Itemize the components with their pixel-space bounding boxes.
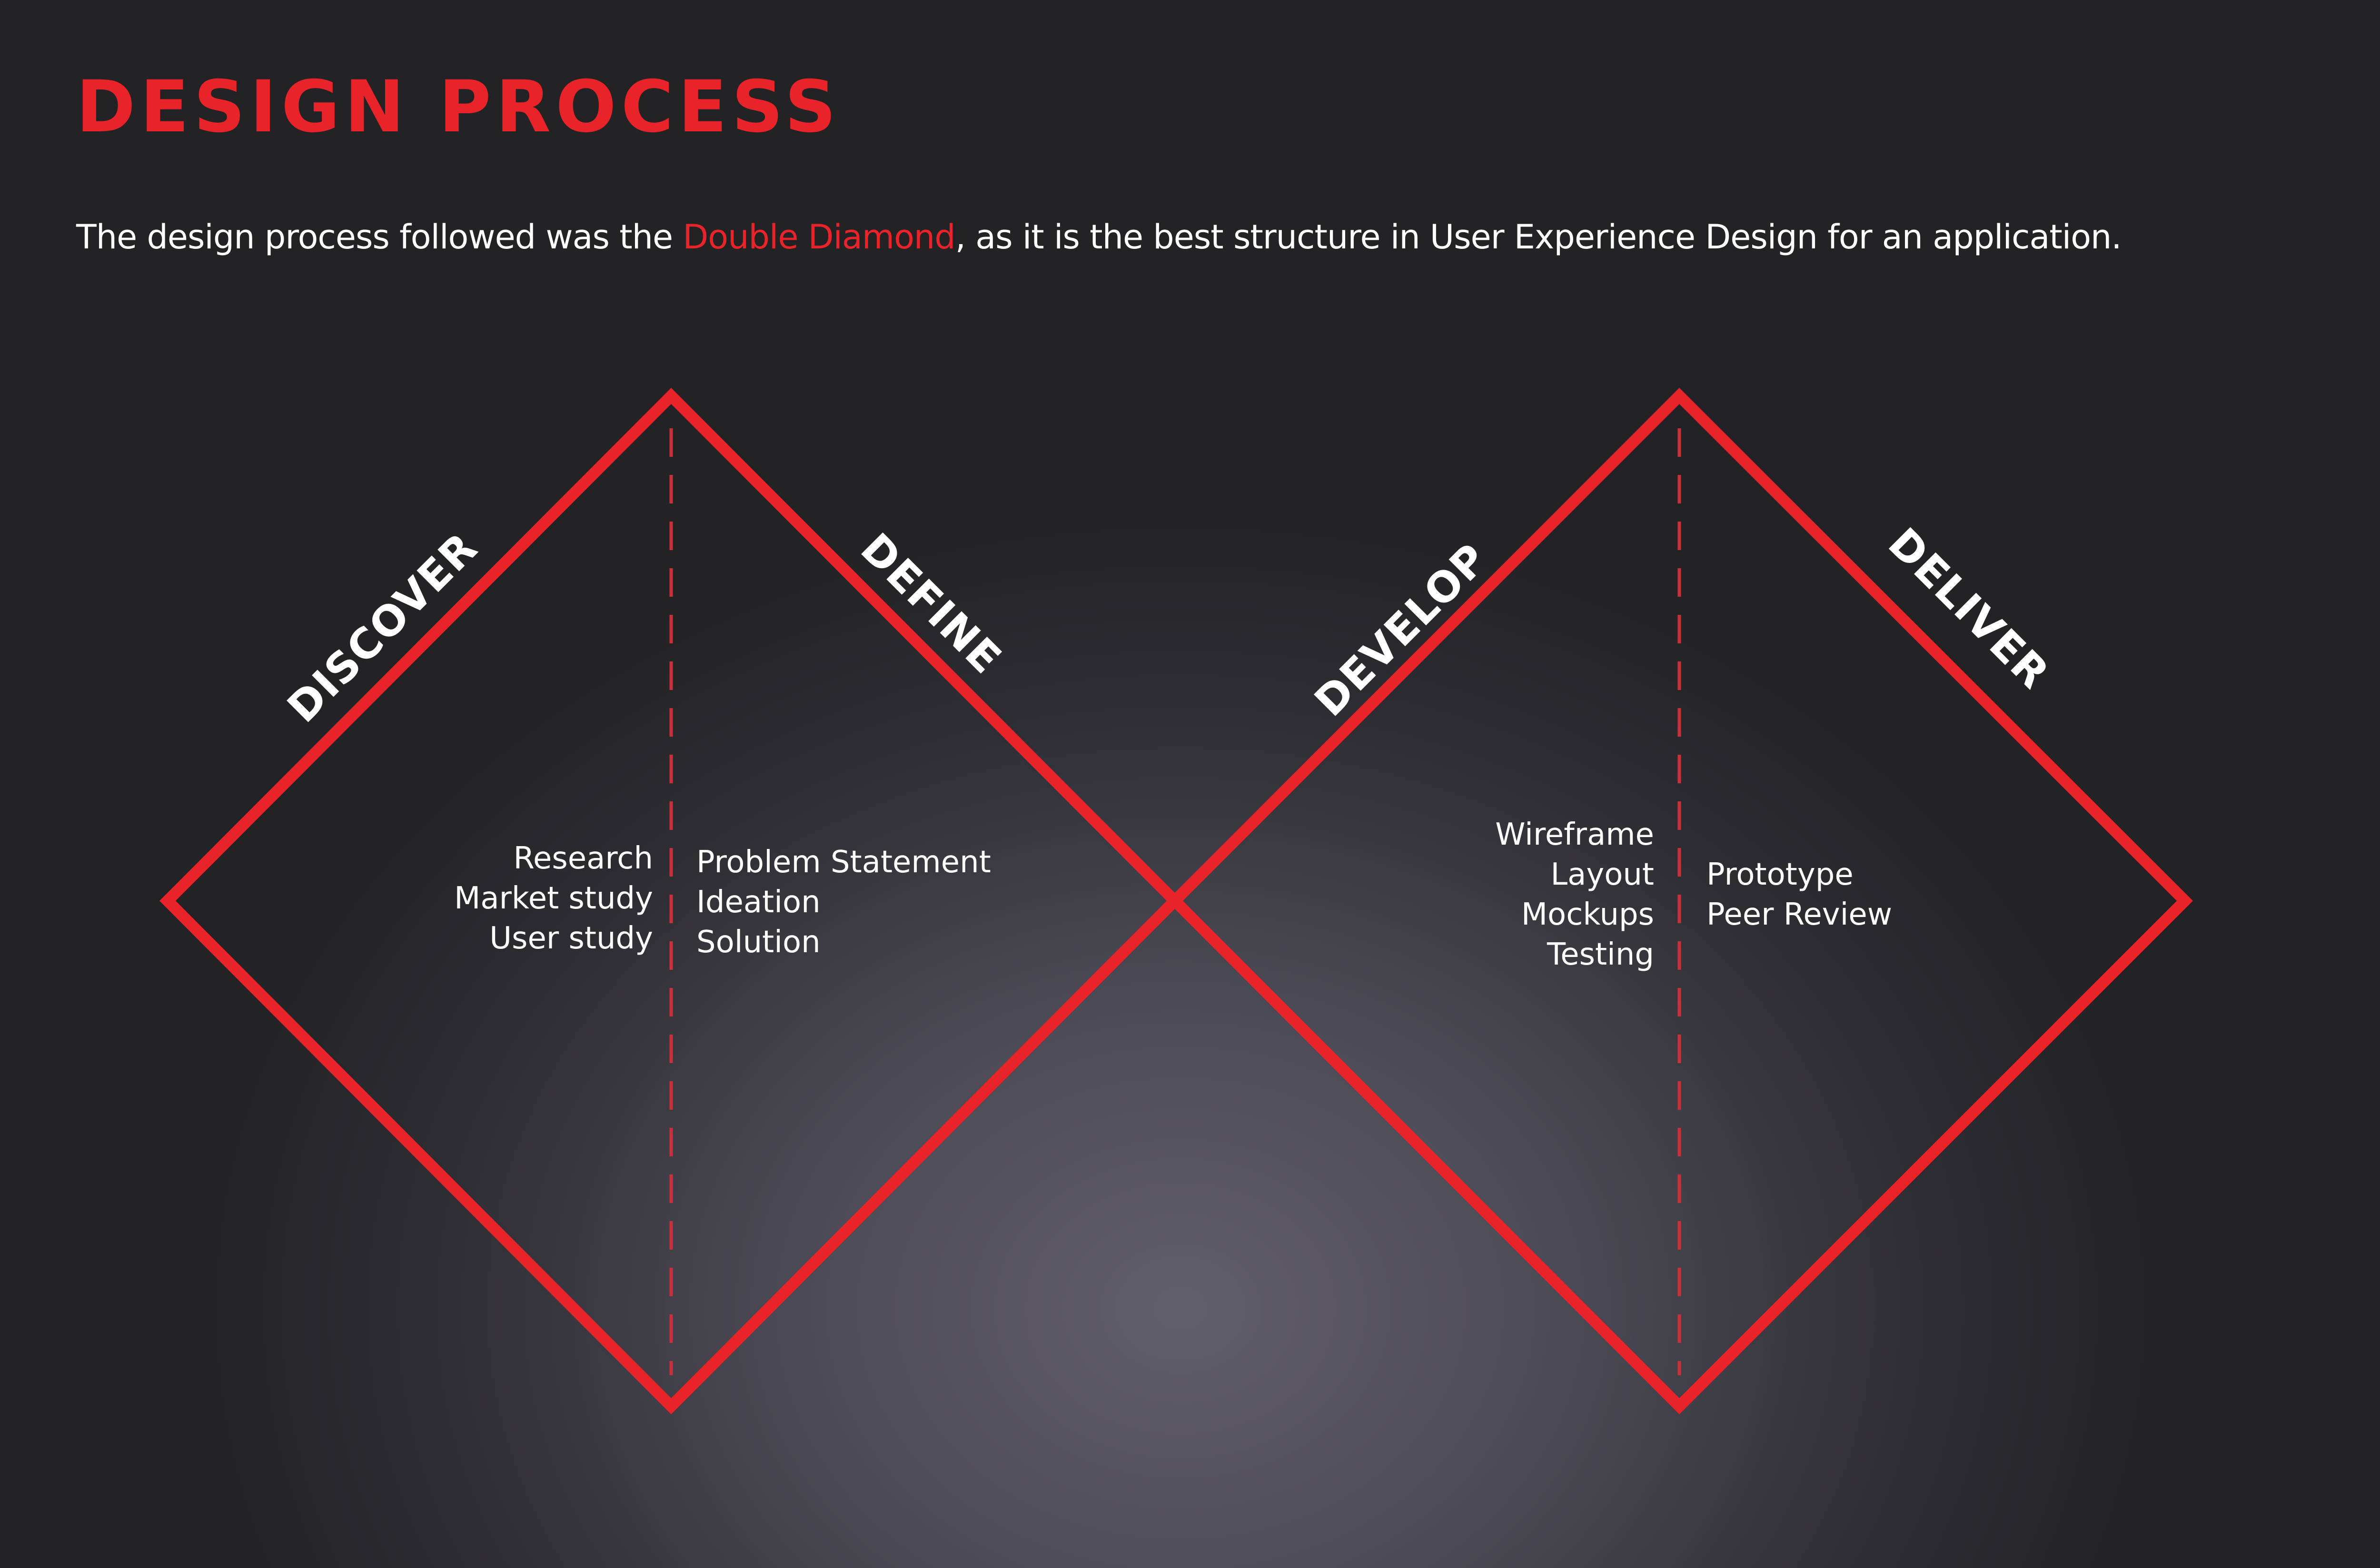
label-discover: DISCOVER (278, 523, 487, 732)
diamond-2-outline (1167, 388, 2193, 1414)
diamond-discover-define: DISCOVER DEFINE Research Market study Us… (159, 388, 1183, 1415)
item-solution: Solution (696, 925, 821, 960)
diamond-1-outline (159, 388, 1183, 1415)
diamond-develop-deliver: DEVELOP DELIVER Wireframe Layout Mockups… (1167, 388, 2193, 1414)
item-wireframe: Wireframe (1495, 817, 1654, 852)
item-research: Research (513, 841, 653, 876)
item-user-study: User study (489, 921, 653, 956)
item-mockups: Mockups (1521, 897, 1654, 932)
item-testing: Testing (1547, 937, 1654, 972)
item-peer-review: Peer Review (1706, 897, 1892, 932)
item-ideation: Ideation (696, 885, 821, 920)
item-problem-statement: Problem Statement (696, 845, 991, 880)
item-market-study: Market study (454, 881, 653, 916)
intro-text-after: , as it is the best structure in User Ex… (955, 217, 2122, 256)
page-title: DESIGN PROCESS (76, 66, 841, 148)
intro-text: The design process followed was the Doub… (76, 217, 2122, 257)
item-layout: Layout (1550, 857, 1654, 892)
label-deliver: DELIVER (1879, 518, 2059, 698)
double-diamond-highlight: Double Diamond (683, 217, 955, 256)
item-prototype: Prototype (1706, 857, 1854, 892)
intro-text-before: The design process followed was the (76, 217, 683, 256)
label-develop: DEVELOP (1305, 534, 1497, 726)
